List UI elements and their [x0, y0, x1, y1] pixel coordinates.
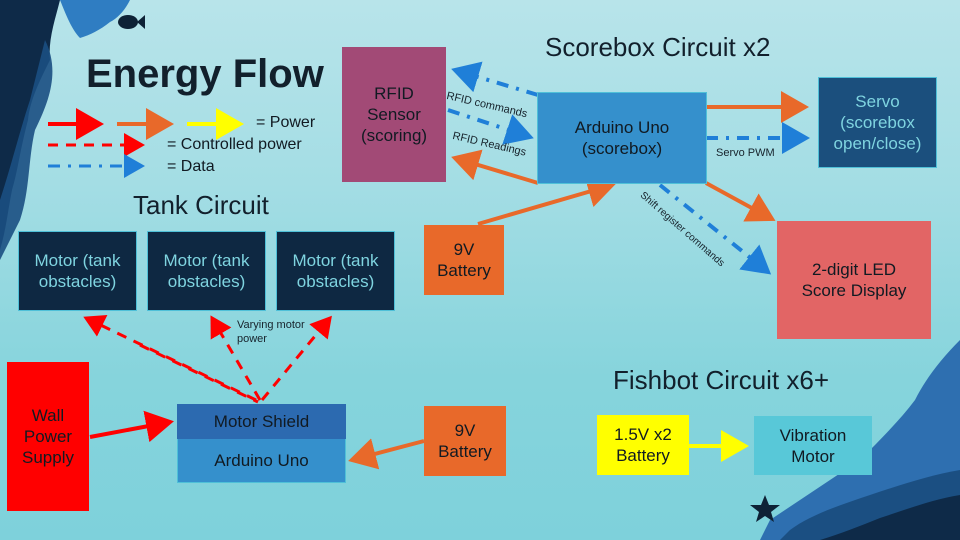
vibration-motor-node: Vibration Motor	[754, 416, 872, 475]
motor-shield-node: Motor Shield	[177, 404, 346, 439]
tank-motor-3-node: Motor (tank obstacles)	[276, 231, 395, 311]
reef-right-dark-decoration	[820, 495, 960, 540]
arrow-shift-register	[658, 183, 772, 275]
label-varying-motor-power: Varying motor power	[237, 319, 305, 345]
arrow-controlled-feed	[139, 343, 259, 404]
label-servo-pwm: Servo PWM	[716, 147, 775, 159]
led-display-node: 2-digit LED Score Display	[777, 221, 931, 339]
reef-left-light-decoration	[0, 40, 53, 260]
arrow-controlled-motor-2	[210, 315, 262, 401]
scorebox-battery-node: 9V Battery	[424, 225, 504, 295]
scorebox-title: Scorebox Circuit x2	[545, 32, 771, 62]
fishbot-battery-node: 1.5V x2 Battery	[597, 415, 689, 475]
arrow-arduino-to-rfid-power	[451, 149, 539, 185]
page-title: Energy Flow	[86, 52, 324, 96]
rfid-sensor-node: RFID Sensor (scoring)	[342, 47, 446, 182]
arrow-battery-to-tank-arduino	[348, 438, 425, 470]
tank-motor-2-node: Motor (tank obstacles)	[147, 231, 266, 311]
fish-icon	[118, 15, 145, 29]
tank-battery-node: 9V Battery	[424, 406, 506, 476]
arrow-wall-to-shield	[89, 410, 174, 443]
arrow-arduino-to-led-power	[705, 181, 776, 222]
legend-power-label: = Power	[256, 114, 316, 131]
arrow-rfid-readings	[447, 108, 534, 145]
servo-node: Servo (scorebox open/close)	[818, 77, 937, 168]
tank-motor-1-node: Motor (tank obstacles)	[18, 231, 137, 311]
fishbot-title: Fishbot Circuit x6+	[613, 365, 830, 395]
legend-controlled-power-label: = Controlled power	[167, 136, 302, 153]
coral-top-decoration	[60, 0, 130, 38]
arrow-rfid-commands	[451, 61, 539, 97]
tank-title: Tank Circuit	[133, 190, 269, 220]
starfish-icon	[750, 495, 780, 522]
tank-arduino-node: Arduino Uno	[177, 439, 346, 483]
scorebox-arduino-node: Arduino Uno (scorebox)	[537, 92, 707, 184]
wall-power-supply-node: Wall Power Supply	[7, 362, 89, 511]
legend-data-label: = Data	[167, 158, 215, 175]
arrow-battery-to-arduino	[477, 176, 616, 226]
arrow-controlled-motor-1	[83, 315, 257, 402]
